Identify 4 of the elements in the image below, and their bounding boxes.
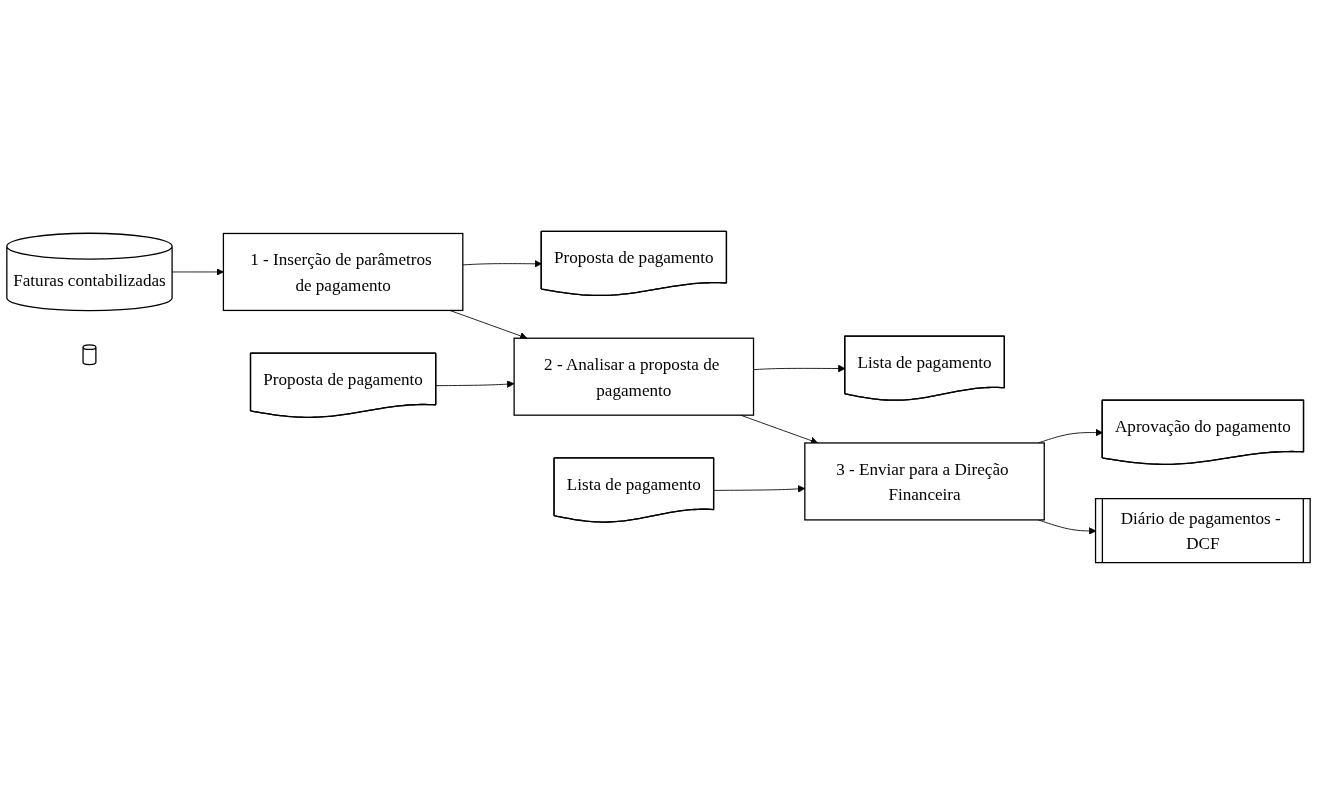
node-box: 1 - Inserção de parâmetros de pagamento [222, 232, 464, 312]
node-box: 2 - Analisar a proposta de pagamento [513, 337, 755, 416]
node-box: 3 - Enviar para a Direção Financeira [804, 442, 1045, 521]
node-cylinder [82, 344, 97, 366]
